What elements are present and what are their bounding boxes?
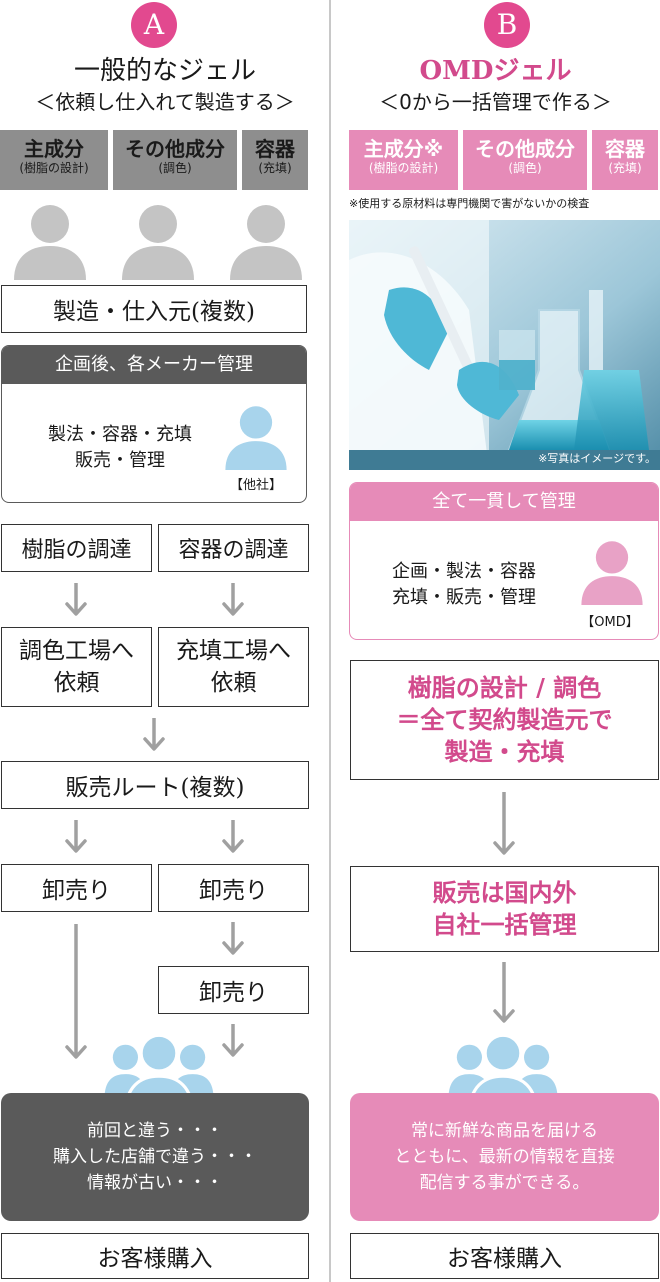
person-icon [226, 200, 306, 280]
arrow-down-icon [142, 718, 166, 752]
arrow-down-icon [493, 962, 515, 1023]
lab-photo: ※写真はイメージです。 [349, 220, 660, 470]
left-purchase-box: お客様購入 [1, 1233, 309, 1279]
arrow-down-icon [64, 820, 88, 854]
right-category-other: その他成分 (調色) [463, 130, 587, 190]
left-person-label: 【他社】 [229, 478, 282, 493]
sales-route-box: 販売ルート(複数) [1, 761, 309, 809]
wholesale-box: 卸売り [158, 966, 309, 1014]
badge-a: A [131, 2, 177, 48]
left-title: 一般的なジェル [73, 56, 256, 86]
right-title: OMDジェル [419, 56, 572, 86]
right-category-container: 容器 (充填) [592, 130, 658, 190]
left-subtitle: ＜依頼し仕入れて製造する＞ [35, 90, 295, 114]
procure-container-box: 容器の調達 [158, 524, 309, 572]
arrow-down-icon [493, 792, 515, 855]
procure-resin-box: 樹脂の調達 [1, 524, 152, 572]
arrow-down-icon [221, 922, 245, 956]
arrow-down-icon [64, 583, 88, 617]
badge-b: B [484, 2, 530, 48]
order-fill-box: 充填工場へ 依頼 [158, 627, 309, 707]
manufacture-box: 樹脂の設計 / 調色 ＝全て契約製造元で 製造・充填 [350, 660, 659, 780]
left-bottom-panel: 前回と違う・・・ 購入した店舗で違う・・・ 情報が古い・・・ [1, 1093, 309, 1221]
left-category-container: 容器 (充填) [242, 130, 308, 190]
left-panel-line1: 製法・容器・充填 [48, 424, 192, 445]
sales-box: 販売は国内外 自社一括管理 [350, 866, 659, 952]
right-category-main: 主成分※ (樹脂の設計) [349, 130, 458, 190]
supplier-box: 製造・仕入元(複数) [1, 285, 307, 333]
left-panel-header: 企画後、各メーカー管理 [2, 346, 306, 384]
left-panel-line2: 販売・管理 [75, 450, 165, 471]
person-icon [118, 200, 198, 280]
right-panel-line1: 企画・製法・容器 [392, 561, 536, 582]
photo-caption: ※写真はイメージです。 [538, 452, 656, 465]
right-purchase-box: お客様購入 [350, 1233, 659, 1279]
arrow-down-icon [65, 924, 87, 1059]
wholesale-box: 卸売り [158, 864, 309, 912]
right-subtitle: ＜0から一括管理で作る＞ [379, 90, 612, 114]
right-panel-header: 全て一貫して管理 [350, 483, 658, 521]
arrow-down-icon [221, 583, 245, 617]
left-category-other: その他成分 (調色) [113, 130, 237, 190]
order-color-box: 調色工場へ 依頼 [1, 627, 152, 707]
left-management-panel: 企画後、各メーカー管理 製法・容器・充填 販売・管理 【他社】 [1, 345, 307, 503]
right-person-label: 【OMD】 [581, 615, 639, 630]
person-icon [222, 402, 290, 470]
person-icon [578, 537, 646, 605]
right-panel-line2: 充填・販売・管理 [392, 587, 536, 608]
left-category-main: 主成分 (樹脂の設計) [0, 130, 108, 190]
column-divider [329, 0, 331, 1282]
right-bottom-panel: 常に新鮮な商品を届ける とともに、最新の情報を直接 配信する事ができる。 [350, 1093, 659, 1221]
arrow-down-icon [221, 1024, 245, 1058]
inspection-note: ※使用する原材料は専門機関で害がないかの検査 [349, 197, 590, 210]
arrow-down-icon [221, 820, 245, 854]
person-icon [10, 200, 90, 280]
wholesale-box: 卸売り [1, 864, 152, 912]
right-management-panel: 全て一貫して管理 企画・製法・容器 充填・販売・管理 【OMD】 [349, 482, 659, 640]
